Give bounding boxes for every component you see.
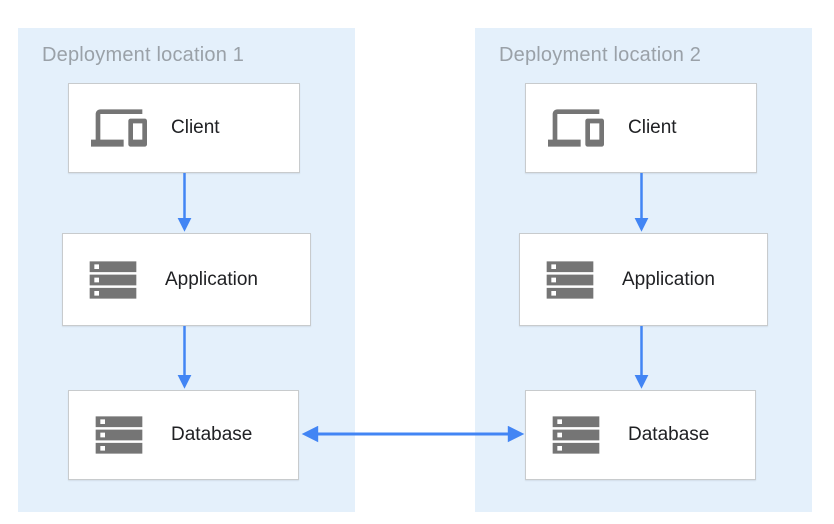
node-label: Application xyxy=(165,268,258,290)
panel-deployment-location-2: Deployment location 2 Client Application xyxy=(475,28,812,512)
node-label: Database xyxy=(628,424,710,445)
node-label: Database xyxy=(171,424,253,445)
storage-icon xyxy=(91,407,147,463)
devices-icon xyxy=(91,100,147,156)
storage-icon xyxy=(542,252,598,308)
storage-icon xyxy=(85,252,141,308)
node-database-2: Database xyxy=(525,390,756,480)
node-client-2: Client xyxy=(525,83,757,173)
panel-deployment-location-1: Deployment location 1 Client Application xyxy=(18,28,355,512)
node-label: Client xyxy=(171,117,220,138)
storage-icon xyxy=(548,407,604,463)
panel-title: Deployment location 2 xyxy=(499,44,702,66)
node-client-1: Client xyxy=(68,83,300,173)
node-application-1: Application xyxy=(62,233,311,326)
node-label: Client xyxy=(628,117,677,138)
node-database-1: Database xyxy=(68,390,299,480)
devices-icon xyxy=(548,100,604,156)
panel-title: Deployment location 1 xyxy=(42,44,245,66)
node-application-2: Application xyxy=(519,233,768,326)
node-label: Application xyxy=(622,268,715,290)
